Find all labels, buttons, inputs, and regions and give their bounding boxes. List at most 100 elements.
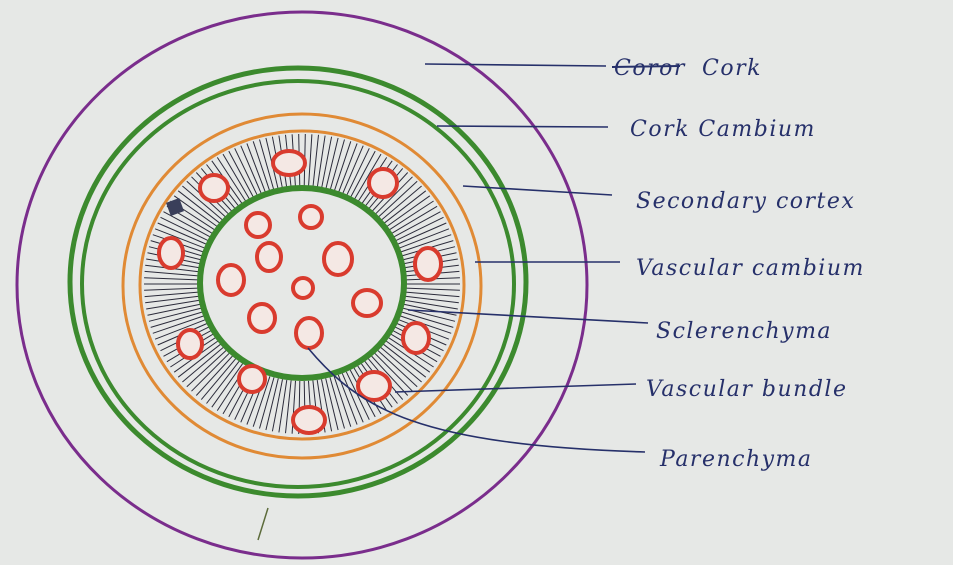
striation-line [148,307,202,322]
leader-line-parenchyma [307,347,646,453]
vascular-bundle [247,302,277,334]
striation-line [400,315,452,334]
striation-line [182,347,224,383]
striation-line [228,150,255,199]
striation-line [345,148,370,197]
vascular-bundle [291,405,327,435]
striation-line [401,311,454,328]
label-cork-cambium: Cork Cambium [630,117,816,142]
vascular-bundle [351,288,383,318]
vascular-bundle [356,370,392,402]
striation-line [374,352,413,392]
striation-line [325,137,339,190]
label-secondary-cortex: Secondary cortex [636,189,855,214]
striation-line [383,343,427,378]
striation-line [394,216,444,242]
vascular-bundle [255,241,283,273]
label-cork-crossed: Coror [614,56,686,81]
striation-line [195,355,233,396]
striation-line [150,311,203,328]
striation-line [240,145,263,195]
striation-line [177,343,221,378]
striation-line [146,299,200,310]
striation-line [177,190,221,225]
striation-line [234,148,259,197]
striation-line [404,299,458,310]
striation-line [349,150,376,199]
vascular-bundle [322,241,354,277]
vascular-bundles [157,149,443,435]
striation-line [341,145,364,195]
striation-line [337,143,358,194]
striation-line [145,295,199,304]
striation-line [321,136,333,189]
vascular-bundle [157,236,185,270]
striation-line [385,340,431,373]
striation-line [278,379,288,433]
striation-line [377,180,418,218]
pencil-stroke [257,507,269,541]
striation-line [252,141,271,192]
striation-line [222,153,251,201]
striation-line [312,134,319,188]
striation-line [182,185,224,221]
striation-line [316,135,326,189]
label-cork-text: Cork [702,56,762,81]
striation-line [186,350,227,388]
ink-smudge [166,198,184,216]
striation-line [345,371,370,420]
label-parenchyma: Parenchyma [659,447,813,472]
striation-line [405,287,460,291]
striation-line [147,303,201,316]
striation-line [371,355,409,396]
striation-line [308,134,313,188]
leader-line-cork-cambium [436,125,609,128]
striation-line [173,195,219,228]
striation-line [398,228,450,249]
vascular-bundle [244,211,272,239]
vascular-bundle [198,173,230,203]
striation-line [144,287,199,291]
vascular-bundle [401,321,431,355]
striation-line [200,358,237,400]
vascular-cambium-inner-ring [138,129,466,441]
striation-line [285,380,292,434]
striation-line [206,360,240,404]
vascular-bundle [216,263,246,297]
striation-line [383,190,427,225]
striation-line [400,234,452,253]
vascular-bundle [367,167,399,199]
cork-cambium-outer-ring [67,65,529,499]
striation-line [216,157,247,203]
striation-line [144,270,199,277]
vascular-bundle [291,276,315,300]
leader-line-sclerenchyma [407,309,649,324]
striation-line [380,185,422,221]
striation-line [405,295,459,304]
leader-line-vascular-bundle [394,383,637,393]
striation-line [259,139,275,191]
striation-line [325,378,339,431]
striation-line [144,291,199,298]
striation-line [157,222,208,245]
striation-line [341,373,364,423]
vascular-bundle [294,316,324,350]
striation-line [321,379,333,432]
striation-line [144,277,199,281]
striation-line [259,377,275,429]
striation-line [385,195,431,228]
striation-line [333,141,352,192]
striation-line [191,352,230,392]
striation-line [353,153,382,201]
striation-line [154,228,206,249]
vascular-bundle [237,364,267,394]
striation-line [388,200,434,231]
striation-line [160,216,210,242]
striation-line [246,143,267,194]
striation-line [329,377,345,429]
striation-line [333,376,352,427]
vascular-cambium-outer-ring [121,112,483,460]
striation-line [403,303,457,316]
striation-line [337,374,358,425]
vascular-bundle [413,246,443,282]
